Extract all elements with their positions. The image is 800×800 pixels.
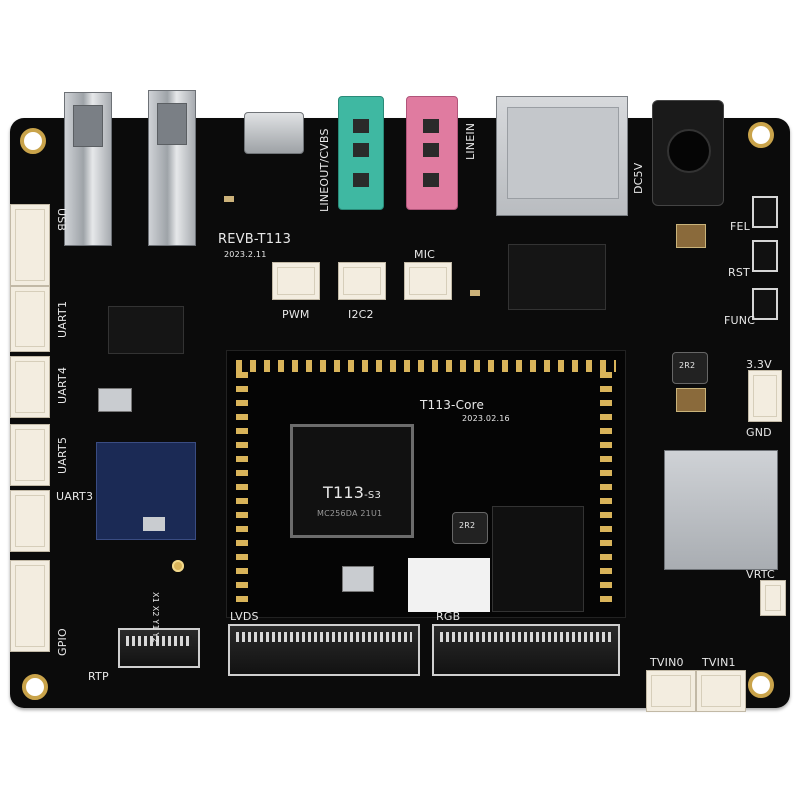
label-func: FUNC [724,314,756,327]
label-gpio: GPIO [56,628,69,656]
soc-chip: T113-S3 MC256DA 21U1 [290,424,414,538]
inductor: 2R2 [452,512,488,544]
connector-mic[interactable] [404,262,452,300]
connector-uart5[interactable] [10,424,50,486]
label-sticker [408,558,490,612]
mounting-hole [748,122,774,148]
label-vrtc: VRTC [746,568,775,581]
label-rtp-pins: X1 X2 Y1 Y2 [151,592,160,643]
sd-card-slot[interactable] [664,450,778,570]
core-gold-pad-grid-right [600,372,612,602]
label-linein: LINEIN [464,122,477,160]
micro-usb-port[interactable] [244,112,304,154]
label-fel: FEL [730,220,751,233]
label-tvin1: TVIN1 [702,656,736,669]
ethernet-magnetics-chip [508,244,606,310]
connector-tvin1[interactable] [696,670,746,712]
connector-uart4[interactable] [10,356,50,418]
mounting-hole [20,128,46,154]
dc-power-jack[interactable] [652,100,724,206]
label-usb: USB [55,208,68,232]
board-date: 2023.2.11 [224,250,267,259]
label-i2c2: I2C2 [348,308,374,321]
audio-jack-linein[interactable] [406,96,458,210]
label-3v3: 3.3V [746,358,772,371]
label-uart1: UART1 [56,300,69,338]
label-rst: RST [728,266,750,279]
soc-suffix: -S3 [364,490,382,501]
connector-i2c2[interactable] [338,262,386,300]
core-date: 2023.02.16 [462,414,510,423]
lvds-ffc-connector[interactable] [228,624,420,676]
label-uart4: UART4 [56,366,69,404]
label-gnd: GND [746,426,772,439]
fel-button[interactable] [752,196,778,228]
core-gold-pad-grid [236,360,616,372]
rgb-ffc-connector[interactable] [432,624,620,676]
rtp-ffc-connector[interactable] [118,628,200,668]
smd-capacitor [676,388,706,412]
mounting-hole [748,672,774,698]
connector-uart1[interactable] [10,286,50,352]
wifi-module [96,442,196,540]
soc-marking: MC256DA 21U1 [317,509,383,518]
label-uart3: UART3 [56,490,94,503]
func-button[interactable] [752,288,778,320]
usb-port[interactable] [148,90,196,246]
memory-chip [492,506,584,612]
crystal [342,566,374,592]
label-pwm: PWM [282,308,310,321]
crystal [98,388,132,412]
ethernet-port[interactable] [496,96,628,216]
label-tvin0: TVIN0 [650,656,684,669]
rst-button[interactable] [752,240,778,272]
connector-tvin0[interactable] [646,670,696,712]
usb-hub-chip [108,306,184,354]
usb-port[interactable] [64,92,112,246]
smd-capacitor [676,224,706,248]
soc-name: T113 [323,483,365,502]
mounting-hole [22,674,48,700]
label-lvds: LVDS [230,610,259,623]
label-mic: MIC [414,248,436,261]
connector-vrtc[interactable] [760,580,786,616]
label-rgb: RGB [436,610,461,623]
core-gold-pad-grid-left [236,372,248,602]
label-uart5: UART5 [56,436,69,474]
smd-component [224,196,234,202]
audio-jack-lineout[interactable] [338,96,384,210]
label-dc5v: DC5V [632,162,645,194]
connector-usb-header[interactable] [10,204,50,286]
connector-pwm[interactable] [272,262,320,300]
label-lineout: LINEOUT/CVBS [318,128,331,212]
smd-component [470,290,480,296]
connector-3v3-gnd[interactable] [748,370,782,422]
connector-uart3[interactable] [10,490,50,552]
label-rtp: RTP [88,670,109,683]
inductor: 2R2 [672,352,708,384]
core-title: T113-Core [420,398,485,412]
antenna-connector [172,560,184,572]
connector-gpio[interactable] [10,560,50,652]
board-revision: REVB-T113 [218,232,292,247]
